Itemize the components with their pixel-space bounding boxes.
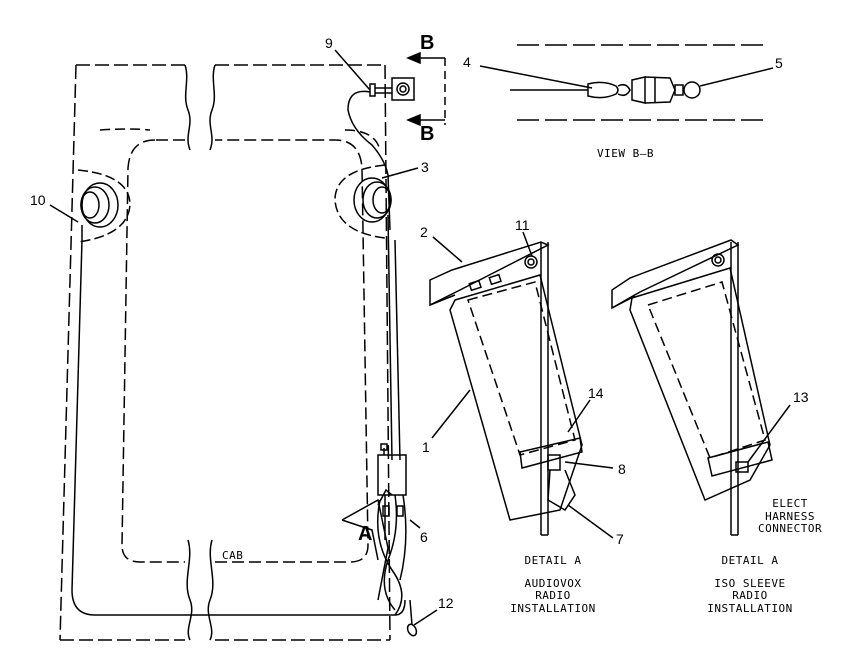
antenna-mount [348, 78, 414, 175]
callout-9: 9 [325, 35, 333, 51]
caption-iso-line-3: RADIO [732, 589, 768, 603]
cab-label: CAB [222, 549, 244, 562]
caption-audiovox-line-4: INSTALLATION [510, 601, 596, 615]
callout-10: 10 [30, 192, 46, 208]
detail-a-audiovox [430, 232, 613, 538]
callout-12: 12 [438, 595, 454, 611]
caption-audiovox-line-1: DETAIL A [524, 554, 582, 567]
view-bb-drawing [480, 45, 773, 120]
section-marker-b-bottom: B [420, 123, 435, 145]
caption-iso-line-4: INSTALLATION [707, 601, 793, 615]
connector-line: CONNECTOR [758, 522, 823, 536]
cab-leaders [50, 50, 437, 625]
caption-iso-sleeve: DETAIL A ISO SLEEVE RADIO INSTALLATION [695, 554, 805, 616]
elect-harness-connector-label: ELECT HARNESS CONNECTOR [758, 497, 823, 536]
detail-a-wedge [342, 490, 392, 600]
caption-audiovox-line-3: RADIO [535, 589, 571, 603]
detail-marker-a: A [358, 523, 373, 545]
elect-line: ELECT [772, 497, 808, 510]
caption-iso-line-1: DETAIL A [721, 554, 779, 567]
caption-audiovox: DETAIL A AUDIOVOX RADIO INSTALLATION [503, 554, 603, 616]
caption-audiovox-line-2: AUDIOVOX [524, 576, 582, 590]
left-speaker [78, 170, 130, 242]
callout-5: 5 [775, 55, 783, 71]
section-marker-b-top: B [420, 32, 435, 54]
callout-4: 4 [463, 54, 471, 70]
callout-11: 11 [515, 217, 530, 233]
callout-7: 7 [616, 531, 624, 547]
callout-1: 1 [422, 439, 430, 455]
cab-frame [60, 65, 390, 640]
caption-iso-line-2: ISO SLEEVE [714, 576, 786, 590]
callout-8: 8 [618, 461, 626, 477]
callout-2: 2 [420, 224, 428, 240]
view-bb-label: VIEW B–B [597, 147, 654, 160]
callout-14: 14 [588, 385, 604, 401]
callout-13: 13 [793, 389, 809, 405]
right-speaker [335, 165, 391, 238]
wire-harness [72, 175, 418, 637]
section-bb-arrows [408, 53, 445, 125]
harness-line: HARNESS [765, 509, 815, 523]
callout-3: 3 [421, 159, 429, 175]
detail-a-iso-sleeve [612, 240, 790, 535]
callout-6: 6 [420, 529, 428, 545]
